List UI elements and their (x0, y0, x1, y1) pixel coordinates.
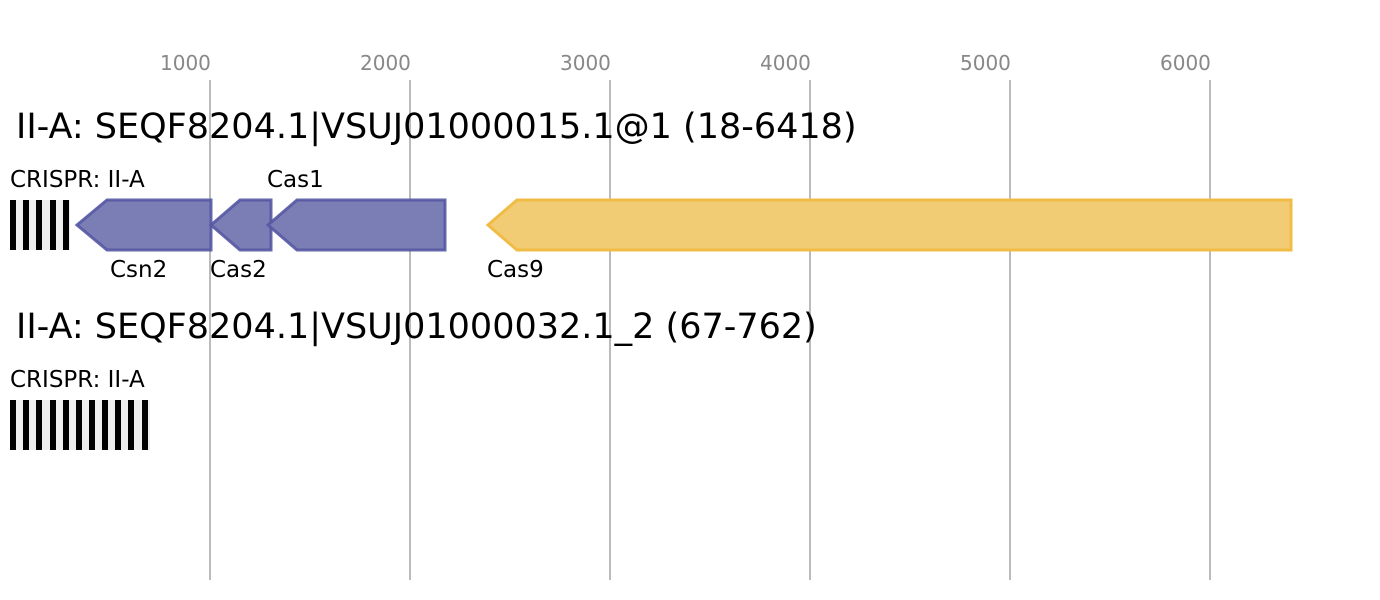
tick-label: 2000 (360, 51, 411, 75)
crispr-array-1 (10, 200, 70, 250)
gene-cas2[interactable] (208, 198, 273, 252)
gridlines (209, 80, 1211, 580)
gene-cas9[interactable] (485, 198, 1293, 252)
gene-csn2[interactable] (74, 198, 213, 252)
gene-cas1[interactable] (265, 198, 447, 252)
cas2-label: Cas2 (210, 257, 267, 283)
locus-title: II-A: SEQF8204.1|VSUJ01000015.1@1 (18-64… (16, 107, 857, 147)
cas1-label: Cas1 (267, 167, 324, 193)
crispr-label: CRISPR: II-A (10, 167, 145, 193)
crispr-label: CRISPR: II-A (10, 367, 145, 393)
tick-label: 5000 (960, 51, 1011, 75)
csn2-label: Csn2 (110, 257, 168, 283)
tick-label: 1000 (160, 51, 211, 75)
cas9-label: Cas9 (487, 257, 544, 283)
tick-label: 4000 (760, 51, 811, 75)
tick-label: 6000 (1160, 51, 1211, 75)
crispr-array-2 (10, 400, 150, 450)
locus-title: II-A: SEQF8204.1|VSUJ01000032.1_2 (67-76… (16, 307, 817, 347)
tick-label: 3000 (560, 51, 611, 75)
